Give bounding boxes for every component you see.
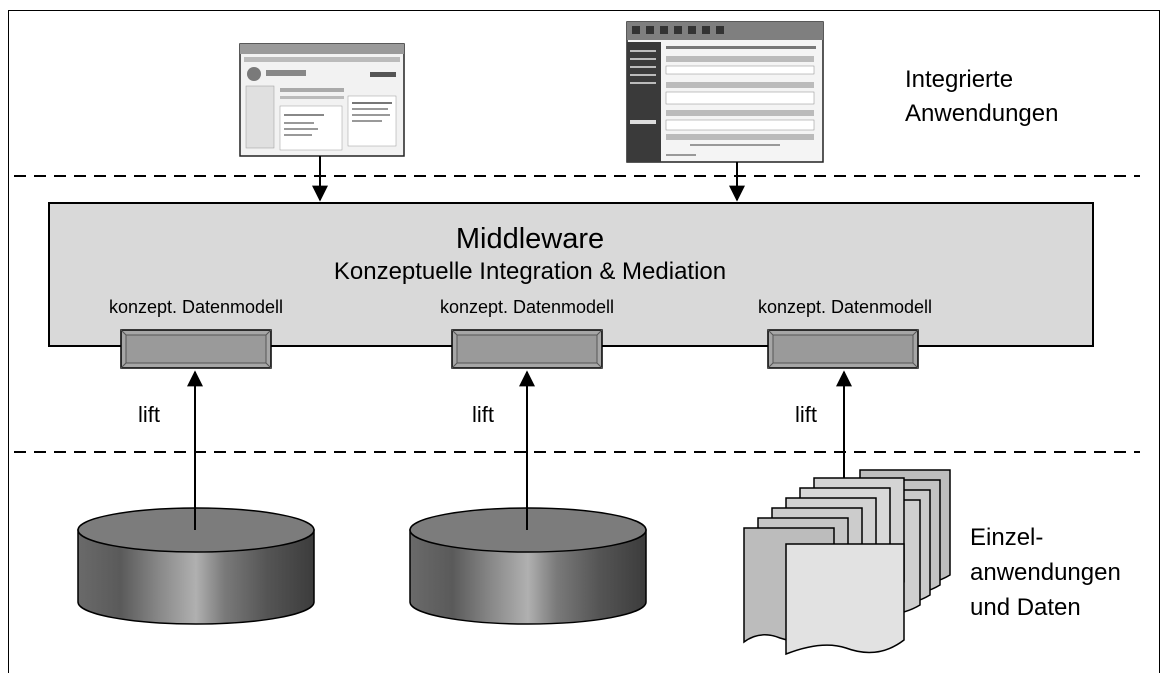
document-stack [743, 469, 951, 656]
bottom-label-line-2: anwendungen [970, 559, 1121, 586]
lift-label-2: lift [472, 402, 494, 427]
top-label-line-2: Anwendungen [905, 100, 1058, 127]
bottom-label-line-3: und Daten [970, 594, 1081, 621]
model-label-1: konzept. Datenmodell [109, 297, 283, 317]
middleware-subtitle: Konzeptuelle Integration & Mediation [334, 258, 726, 285]
model-box-3 [767, 329, 919, 369]
diagram-frame [8, 10, 1160, 673]
bottom-label-line-1: Einzel- [970, 524, 1043, 551]
model-box-1 [120, 329, 272, 369]
model-label-3: konzept. Datenmodell [758, 297, 932, 317]
portal-screenshot-thumbnail [239, 43, 405, 157]
top-label-line-1: Integrierte [905, 66, 1013, 93]
model-label-2: konzept. Datenmodell [440, 297, 614, 317]
lift-label-3: lift [795, 402, 817, 427]
middleware-title: Middleware [456, 223, 604, 255]
table-screenshot-thumbnail [626, 21, 824, 163]
model-box-2 [451, 329, 603, 369]
lift-label-1: lift [138, 402, 160, 427]
